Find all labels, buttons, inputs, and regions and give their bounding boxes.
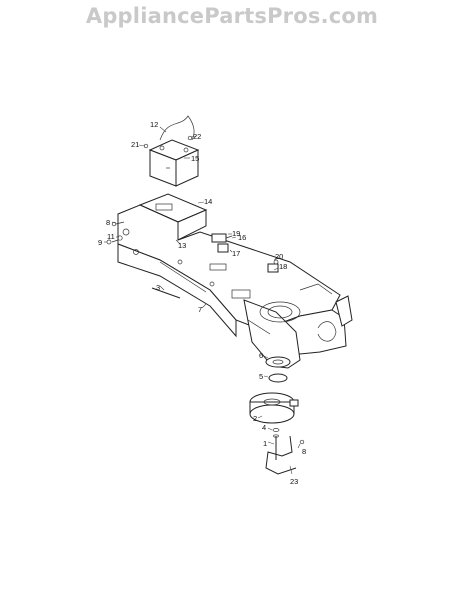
callout-22: 22 [193, 132, 201, 141]
callout-13: 13 [178, 241, 186, 250]
callout-16: 16 [238, 233, 246, 242]
callout-labels: 12 21 22 15 14 13 8 11 9 19 16 17 20 18 … [98, 120, 306, 486]
watermark-text: AppliancePartsPros.com [85, 4, 379, 28]
solenoid-bracket [211, 233, 233, 253]
callout-23: 23 [290, 477, 298, 486]
callout-7: 7 [198, 305, 202, 314]
callout-2: 2 [253, 414, 257, 423]
clutch-bracket [265, 435, 297, 475]
callout-12: 12 [150, 120, 158, 129]
battery [148, 139, 200, 187]
callout-20: 20 [275, 252, 283, 261]
pto-clutch-assembly [249, 356, 299, 424]
callout-8-top: 8 [106, 218, 110, 227]
callout-19: 19 [232, 229, 240, 238]
terminal-bolt-right [187, 135, 193, 141]
bracket-bolt [299, 439, 305, 445]
callout-21: 21 [131, 140, 139, 149]
callout-15: 15 [191, 154, 199, 163]
callout-3: 3 [156, 283, 160, 292]
leader-lines [104, 126, 301, 475]
callout-17: 17 [232, 249, 240, 258]
callout-1: 1 [263, 439, 267, 448]
callout-6: 6 [259, 351, 263, 360]
callout-18: 18 [279, 262, 287, 271]
callout-11: 11 [107, 232, 115, 241]
callout-4: 4 [262, 423, 266, 432]
clutch-bolt [272, 428, 280, 460]
rod [151, 287, 181, 299]
main-frame [117, 204, 353, 369]
callout-14: 14 [204, 197, 212, 206]
callout-5: 5 [259, 372, 263, 381]
callout-8-bottom: 8 [302, 447, 306, 456]
battery-cable [159, 115, 195, 141]
callout-9: 9 [98, 238, 102, 247]
